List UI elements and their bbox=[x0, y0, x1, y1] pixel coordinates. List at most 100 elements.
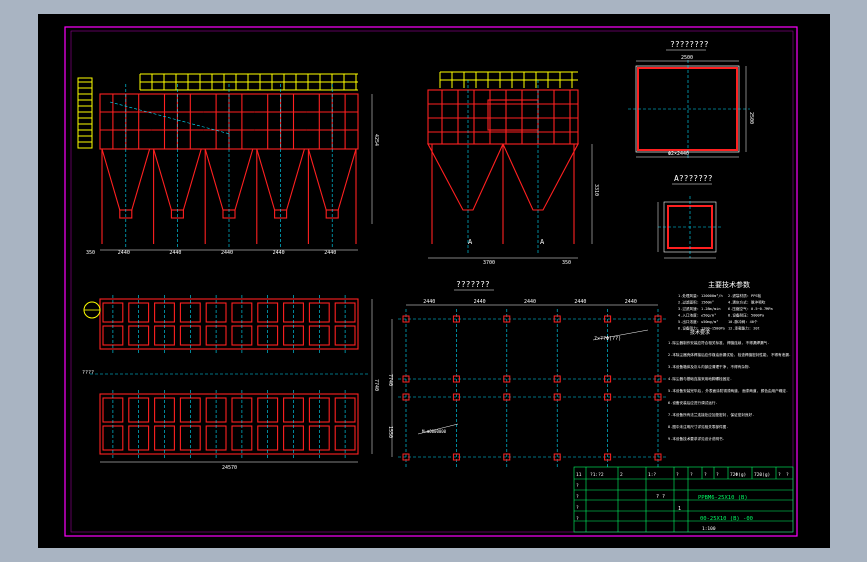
pier bbox=[452, 453, 460, 461]
tb-sheet: ? ? bbox=[656, 494, 665, 500]
foundation-bay-dim: 2440 bbox=[524, 299, 536, 305]
pier bbox=[604, 453, 612, 461]
hopper-left bbox=[427, 143, 504, 211]
top-view-dim-top: 2500 bbox=[681, 55, 693, 61]
foundation-note: M=Φ0000000 bbox=[422, 429, 447, 434]
front-bay-dim: 2440 bbox=[221, 250, 233, 256]
side-height-dim: 3310 bbox=[593, 184, 599, 196]
pier bbox=[402, 375, 410, 383]
pier bbox=[402, 315, 410, 323]
tb-product: PPBM6-25X10 (B) bbox=[698, 495, 748, 501]
spec-param: 2.过滤面积: 1560m² bbox=[678, 300, 714, 305]
spec-note: 6.设备安装后应进行调试运行. bbox=[668, 400, 718, 405]
spec-param: 3.过滤风速: 1.28m/min bbox=[678, 306, 721, 311]
detail-a-view: A??????? bbox=[657, 174, 722, 259]
spec-param: 1.处理风量: 120000m³/h bbox=[678, 293, 723, 298]
plan-casing bbox=[99, 298, 359, 350]
pier bbox=[452, 375, 460, 383]
tb-header-cell: ? bbox=[676, 472, 679, 478]
spec-note: 7.本设备所有法兰连接处应加垫密封, 保证密封良好. bbox=[668, 412, 754, 417]
pier bbox=[604, 375, 612, 383]
casing bbox=[427, 89, 579, 145]
pier bbox=[604, 393, 612, 401]
top-view: ???????? 2500 Ф2×2440 2500 bbox=[628, 40, 754, 160]
pier bbox=[654, 393, 662, 401]
pier bbox=[503, 393, 511, 401]
drawing-sheet: 2440 2440 2440 2440 2440 350 4254 3700 350 A A 331… bbox=[38, 14, 830, 548]
foundation-bay-dim: 2440 bbox=[423, 299, 435, 305]
pier bbox=[553, 393, 561, 401]
tb-left-label: ? bbox=[576, 505, 579, 511]
title-block bbox=[573, 466, 794, 533]
side-dim: 3700 bbox=[483, 260, 495, 266]
spec-note: 5.本设备安装完毕后, 外表面涂防锈漆两道, 面漆两道, 颜色由用户确定. bbox=[668, 388, 788, 393]
plan-height: 7740 bbox=[373, 379, 379, 391]
front-bay-dim: 2440 bbox=[324, 250, 336, 256]
inner-border bbox=[70, 30, 794, 533]
spec-notes-title: 技术要求 bbox=[690, 329, 710, 336]
spec-param: 12.承载能力: 20t bbox=[728, 326, 760, 331]
pier bbox=[503, 375, 511, 383]
tb-header-cell: ? bbox=[690, 472, 693, 478]
pier bbox=[452, 315, 460, 323]
pier bbox=[654, 375, 662, 383]
plan-title: ??????? bbox=[456, 280, 490, 289]
spec-note: 1.除尘器制作安装应符合相关标准, 焊缝连续, 不得漏焊漏气. bbox=[668, 340, 769, 345]
tb-drawing-no: 00-25X10 (B) -00 bbox=[700, 516, 753, 522]
front-bay-dim: 2440 bbox=[118, 250, 130, 256]
spec-param: 8.设备耐压: 5000Pa bbox=[728, 313, 764, 318]
foundation-left-dim: 7740 bbox=[387, 374, 393, 386]
plan-left-mark: ???? bbox=[82, 370, 94, 376]
pier bbox=[553, 375, 561, 383]
spec-note: 2.本除尘器壳体焊接后应作煤油渗漏试验, 检查焊缝密封性能, 不得有泄漏. bbox=[668, 352, 791, 357]
spec-param: 5.出口浓度: ≤50mg/m³ bbox=[678, 319, 718, 324]
pier bbox=[452, 393, 460, 401]
cad-drawing: 2440 2440 2440 2440 2440 350 4254 3700 350 A A 331… bbox=[64, 26, 798, 537]
pier bbox=[503, 453, 511, 461]
spec-param: 2.滤袋材质: PPS毡 bbox=[728, 293, 762, 298]
spec-param: 4.入口浓度: ≤50g/m³ bbox=[678, 313, 716, 318]
pier bbox=[503, 315, 511, 323]
spec-note: 3.本设备箱体及灰斗内部应清理干净, 不得有杂物. bbox=[668, 364, 751, 369]
tb-header-cell: ? bbox=[786, 472, 789, 478]
tb-left-label: ? bbox=[576, 483, 579, 489]
tb-header-cell: ?1:?2 bbox=[590, 472, 604, 478]
pier bbox=[553, 315, 561, 323]
section-mark-a-right: A bbox=[540, 238, 545, 246]
side-dim: 350 bbox=[562, 260, 571, 266]
front-bay-dim: 2440 bbox=[273, 250, 285, 256]
side-elevation-view: 3700 350 A A 3310 bbox=[427, 71, 599, 266]
detail-a-title: A??????? bbox=[674, 174, 713, 183]
tb-header-cell: ? bbox=[704, 472, 707, 478]
tb-left-label: ? bbox=[576, 516, 579, 522]
pier bbox=[604, 315, 612, 323]
foundation-bay-dim: 2440 bbox=[574, 299, 586, 305]
technical-spec-block: 主要技术参数 1.处理风量: 120000m³/h2.过滤面积: 1560m²3… bbox=[668, 280, 791, 441]
spec-param: 10.脉冲阀: 40个 bbox=[728, 319, 758, 324]
section-mark-a-left: A bbox=[468, 238, 473, 246]
pier bbox=[654, 315, 662, 323]
front-bay-dim: 2440 bbox=[169, 250, 181, 256]
spec-param: 4.清灰方式: 脉冲喷吹 bbox=[728, 300, 766, 305]
spec-note: 4.除尘器与基础连接采用地脚螺栓固定. bbox=[668, 376, 732, 381]
pier bbox=[654, 453, 662, 461]
pier bbox=[402, 393, 410, 401]
pier bbox=[402, 453, 410, 461]
spec-param: 6.压缩空气: 0.5~0.7MPa bbox=[728, 306, 773, 311]
ladder-cage bbox=[77, 77, 93, 149]
tb-header-cell: 72Φ(g) bbox=[730, 472, 746, 478]
plan-total-width: 24570 bbox=[222, 465, 237, 471]
top-view-title: ???????? bbox=[670, 40, 709, 49]
pier bbox=[553, 453, 561, 461]
foundation-bay-dim: 2440 bbox=[625, 299, 637, 305]
spec-param: 6.设备阻力: 1200~1500Pa bbox=[678, 326, 725, 331]
plan-casing bbox=[99, 393, 359, 455]
front-height-dim: 4254 bbox=[373, 134, 379, 146]
top-view-dim-side: 2500 bbox=[748, 112, 754, 124]
spec-note: 8.图中未注明尺寸详见相关零部件图. bbox=[668, 424, 728, 429]
spec-note: 9.本设备技术要求详见设计说明书. bbox=[668, 436, 725, 441]
inlet-centerline bbox=[109, 101, 231, 135]
foundation-bottom-left-dim: 1550 bbox=[387, 426, 393, 438]
